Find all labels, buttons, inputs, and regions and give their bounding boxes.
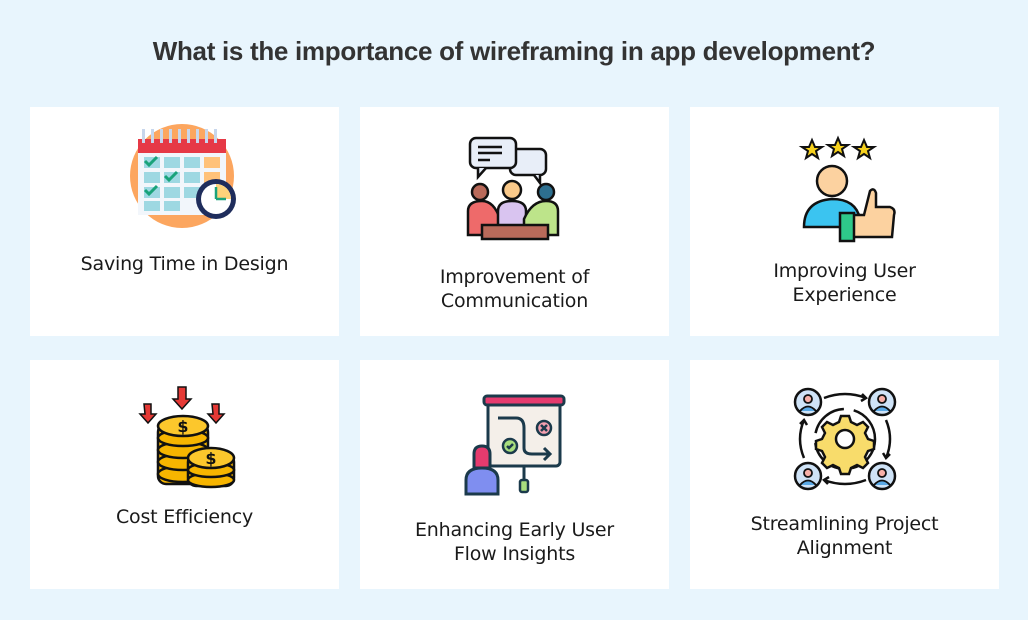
calendar-clock-icon (129, 121, 240, 231)
card-label: Saving Time in Design (80, 253, 289, 275)
svg-text:$: $ (205, 449, 216, 468)
coins-dollar-arrows-icon: $ $ (130, 384, 240, 494)
card-cost-efficiency: $ $ Cost Efficiency (30, 360, 339, 589)
team-gear-cycle-icon (790, 384, 900, 494)
card-label: Improvement of Communication (439, 266, 590, 312)
card-saving-time: Saving Time in Design (30, 107, 339, 336)
card-label: Improving User Experience (773, 260, 916, 306)
card-communication: Improvement of Communication (360, 107, 669, 336)
card-label: Streamlining Project Alignment (750, 513, 939, 559)
card-label: Cost Efficiency (115, 506, 254, 528)
card-user-experience: Improving User Experience (690, 107, 999, 336)
presentation-flow-icon (460, 390, 570, 500)
page-title: What is the importance of wireframing in… (152, 36, 876, 66)
svg-text:$: $ (177, 417, 188, 436)
user-thumbs-up-stars-icon (790, 135, 900, 245)
team-communication-icon (460, 135, 570, 245)
card-label: Enhancing Early User Flow Insights (415, 519, 614, 565)
card-early-flow-insights: Enhancing Early User Flow Insights (360, 360, 669, 589)
card-project-alignment: Streamlining Project Alignment (690, 360, 999, 589)
